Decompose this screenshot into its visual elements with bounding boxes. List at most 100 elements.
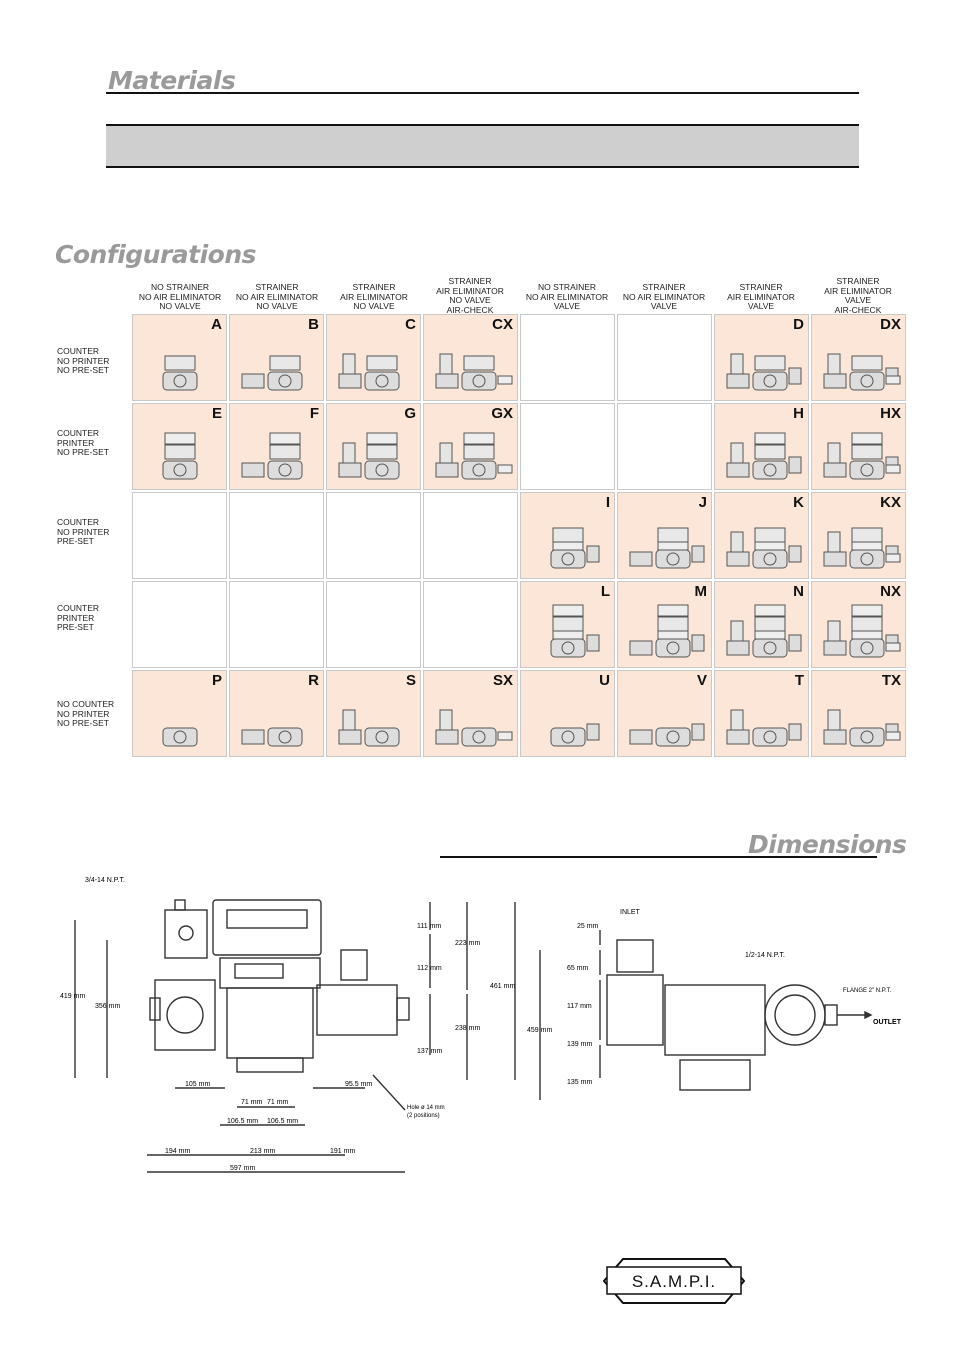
meter-sketch-icon bbox=[823, 604, 901, 658]
dim-111: 111 mm bbox=[417, 923, 441, 930]
config-cell: T bbox=[714, 670, 809, 757]
column-header-line: NO VALVE bbox=[353, 301, 395, 311]
column-header-line: AIR ELIMINATOR bbox=[436, 285, 504, 296]
dim-461: 461 mm bbox=[490, 983, 515, 990]
row-header-line: COUNTER bbox=[57, 517, 100, 527]
config-cell: G bbox=[326, 403, 421, 490]
meter-sketch-icon bbox=[550, 723, 600, 747]
config-cell-empty bbox=[326, 581, 421, 668]
config-cell: I bbox=[520, 492, 615, 579]
config-code: U bbox=[599, 672, 610, 689]
dim-597: 597 mm bbox=[230, 1165, 255, 1172]
config-cell: D bbox=[714, 314, 809, 401]
dim-419: 419 mm bbox=[60, 993, 85, 1000]
dim-hole: Hole ø 14 mm bbox=[407, 1105, 445, 1111]
meter-sketch-icon bbox=[338, 353, 400, 391]
column-header-line: VALVE bbox=[553, 301, 581, 311]
column-header-line: AIR ELIMINATOR bbox=[340, 291, 408, 302]
dim-191: 191 mm bbox=[330, 1148, 355, 1155]
row-header-line: PRE-SET bbox=[57, 622, 94, 632]
front-view-drawing: 3/4-14 N.P.T. 111 mm 223 mm 112 mm 461 m… bbox=[60, 877, 516, 1173]
config-code: C bbox=[405, 316, 416, 333]
meter-sketch-icon bbox=[435, 353, 513, 391]
config-cell: E bbox=[132, 403, 227, 490]
config-code: N bbox=[793, 583, 804, 600]
config-code: E bbox=[211, 405, 222, 422]
config-cell: P bbox=[132, 670, 227, 757]
config-cell: C bbox=[326, 314, 421, 401]
meter-sketch-icon bbox=[726, 432, 802, 480]
config-code: NX bbox=[880, 583, 901, 600]
column-header-line: NO VALVE bbox=[256, 301, 298, 311]
column-header-line: AIR-CHECK bbox=[834, 304, 882, 315]
config-code: K bbox=[793, 494, 804, 511]
config-code: H bbox=[793, 405, 804, 422]
row-header-line: NO PRINTER bbox=[57, 526, 110, 537]
config-code: S bbox=[405, 672, 416, 689]
meter-sketch-icon bbox=[823, 709, 901, 747]
meter-sketch-icon bbox=[162, 432, 198, 480]
dim-238: 238 mm bbox=[455, 1025, 480, 1032]
config-cell: J bbox=[617, 492, 712, 579]
row-header-line: NO PRINTER bbox=[57, 708, 110, 719]
config-code: M bbox=[694, 583, 708, 600]
config-code: L bbox=[600, 583, 610, 600]
config-cell: CX bbox=[423, 314, 518, 401]
row-header-line: PRE-SET bbox=[57, 536, 94, 546]
dim-95-5: 95.5 mm bbox=[345, 1081, 372, 1088]
config-cell: TX bbox=[811, 670, 906, 757]
dim-117: 117 mm bbox=[567, 1003, 592, 1010]
dim-223: 223 mm bbox=[455, 940, 480, 947]
column-header-line: AIR ELIMINATOR bbox=[824, 285, 892, 296]
column-header-line: VALVE bbox=[650, 301, 678, 311]
row-header-line: PRINTER bbox=[57, 437, 95, 448]
config-cell: DX bbox=[811, 314, 906, 401]
row-header-line: COUNTER bbox=[57, 428, 100, 438]
config-cell: KX bbox=[811, 492, 906, 579]
column-header-line: STRAINER bbox=[739, 282, 783, 292]
dim-65: 65 mm bbox=[567, 965, 589, 972]
config-cell: A bbox=[132, 314, 227, 401]
dim-137: 137 mm bbox=[417, 1048, 442, 1055]
dimensions-rule bbox=[440, 856, 877, 858]
dim-106-a: 106.5 mm bbox=[227, 1118, 258, 1125]
config-code: GX bbox=[491, 405, 513, 422]
row-header-line: COUNTER bbox=[57, 603, 100, 613]
config-code: DX bbox=[880, 316, 901, 333]
config-code: P bbox=[211, 672, 222, 689]
config-cell: GX bbox=[423, 403, 518, 490]
dim-194: 194 mm bbox=[165, 1148, 190, 1155]
dim-106-b: 106.5 mm bbox=[267, 1118, 298, 1125]
config-cell: U bbox=[520, 670, 615, 757]
column-header-line: STRAINER bbox=[448, 276, 492, 286]
dim-flange: FLANGE 2" N.P.T. bbox=[843, 988, 892, 994]
dim-105: 105 mm bbox=[185, 1081, 210, 1088]
config-code: A bbox=[211, 316, 222, 333]
dim-135: 135 mm bbox=[567, 1079, 592, 1086]
dim-71-a: 71 mm bbox=[241, 1099, 263, 1106]
config-cell: K bbox=[714, 492, 809, 579]
config-cell: N bbox=[714, 581, 809, 668]
config-cell-empty bbox=[229, 492, 324, 579]
config-code: SX bbox=[492, 672, 513, 689]
meter-sketch-icon bbox=[726, 709, 802, 747]
config-code: F bbox=[309, 405, 319, 422]
meter-sketch-icon bbox=[162, 355, 198, 391]
column-header-line: AIR ELIMINATOR bbox=[727, 291, 795, 302]
materials-table-bar bbox=[106, 124, 859, 168]
logo-text: S.A.M.P.I. bbox=[632, 1272, 716, 1291]
config-cell-empty bbox=[229, 581, 324, 668]
meter-sketch-icon bbox=[162, 727, 198, 747]
meter-sketch-icon bbox=[435, 432, 513, 480]
